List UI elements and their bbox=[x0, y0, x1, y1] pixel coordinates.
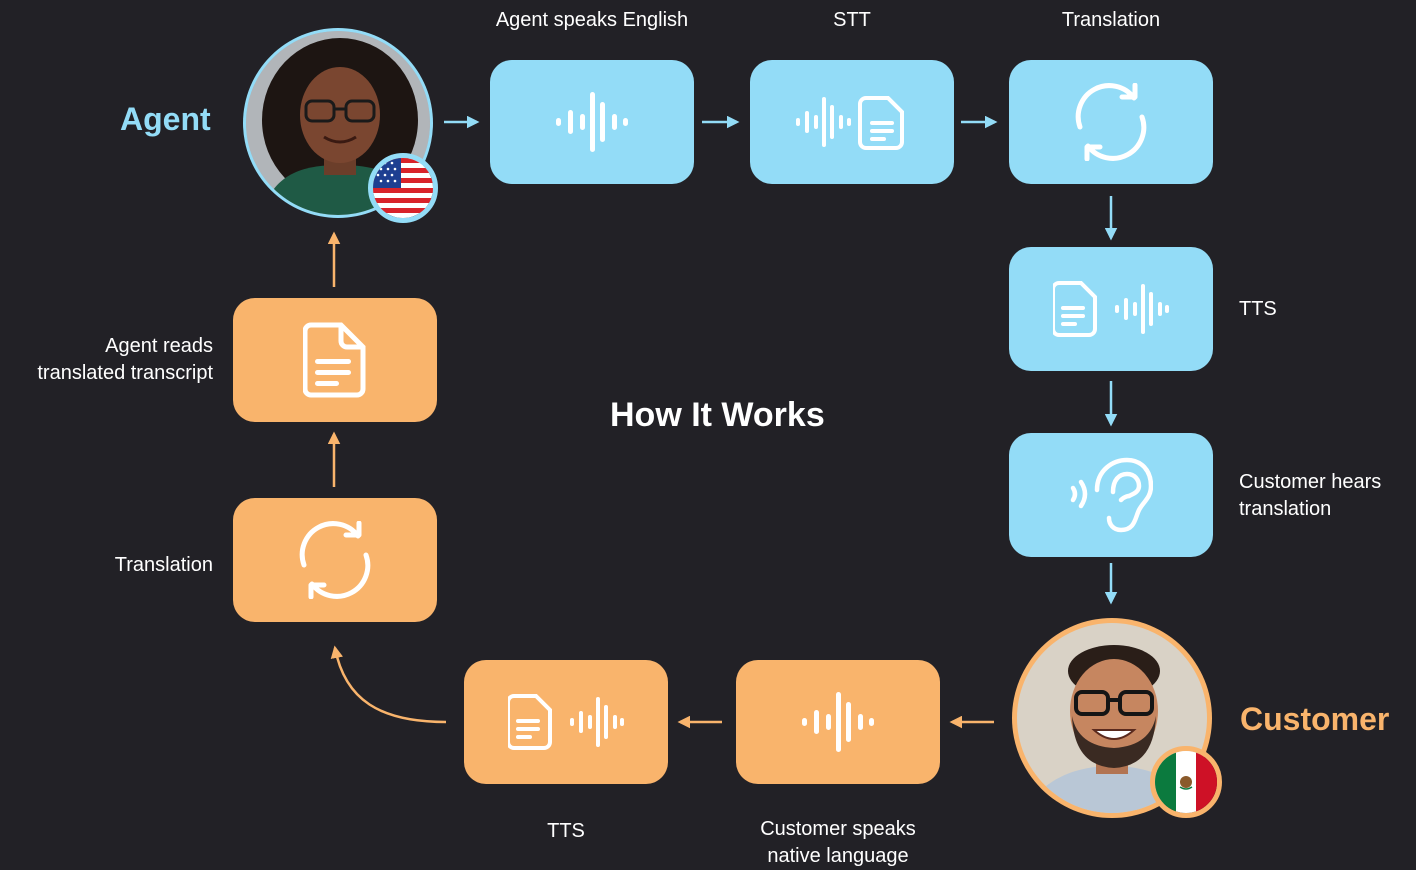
step-label-agent-speaks: Agent speaks English bbox=[495, 9, 689, 31]
agent-avatar bbox=[240, 25, 438, 223]
step-translation-2 bbox=[233, 498, 437, 622]
step-label-stt: STT bbox=[833, 9, 871, 31]
waveform-icon bbox=[556, 89, 628, 155]
step-label-customer-speaks: Customer speaks native language bbox=[716, 816, 960, 870]
step-label-agent-reads-line1: Agent reads bbox=[105, 335, 213, 357]
step-customer-speaks bbox=[736, 660, 940, 784]
sync-icon bbox=[296, 521, 374, 599]
waveform-icon bbox=[802, 689, 874, 755]
step-label-tts-2: TTS bbox=[547, 820, 585, 842]
us-flag-icon bbox=[368, 153, 438, 223]
step-label-tts-1: TTS bbox=[1239, 298, 1277, 320]
step-label-customer-speaks-line2: native language bbox=[767, 845, 909, 867]
step-tts-2 bbox=[464, 660, 668, 784]
step-tts-1 bbox=[1009, 247, 1213, 371]
customer-avatar bbox=[1010, 616, 1222, 820]
customer-label: Customer bbox=[1240, 701, 1390, 737]
step-agent-speaks bbox=[490, 60, 694, 184]
diagram-title: How It Works bbox=[610, 396, 825, 434]
document-waveform-icon bbox=[508, 694, 624, 750]
step-label-customer-hears-line1: Customer hears bbox=[1239, 471, 1382, 493]
step-label-agent-reads: Agent reads translated transcript bbox=[0, 333, 213, 387]
step-stt bbox=[750, 60, 954, 184]
step-label-customer-hears: Customer hears translation bbox=[1239, 469, 1381, 523]
document-icon bbox=[303, 322, 367, 398]
step-label-customer-speaks-line1: Customer speaks bbox=[760, 818, 916, 840]
step-label-translation-2: Translation bbox=[114, 554, 213, 576]
sync-icon bbox=[1072, 83, 1150, 161]
step-label-customer-hears-line2: translation bbox=[1239, 498, 1332, 520]
mexico-flag-icon bbox=[1150, 746, 1222, 818]
step-agent-reads bbox=[233, 298, 437, 422]
step-label-translation-1: Translation bbox=[1061, 9, 1161, 31]
arrow-tts-to-translation bbox=[330, 645, 447, 724]
step-translation-1 bbox=[1009, 60, 1213, 184]
ear-icon bbox=[1069, 456, 1153, 534]
document-waveform-icon bbox=[1053, 281, 1169, 337]
step-label-agent-reads-line2: translated transcript bbox=[37, 362, 213, 384]
agent-label: Agent bbox=[120, 101, 211, 137]
step-customer-hears bbox=[1009, 433, 1213, 557]
waveform-document-icon bbox=[796, 94, 908, 150]
